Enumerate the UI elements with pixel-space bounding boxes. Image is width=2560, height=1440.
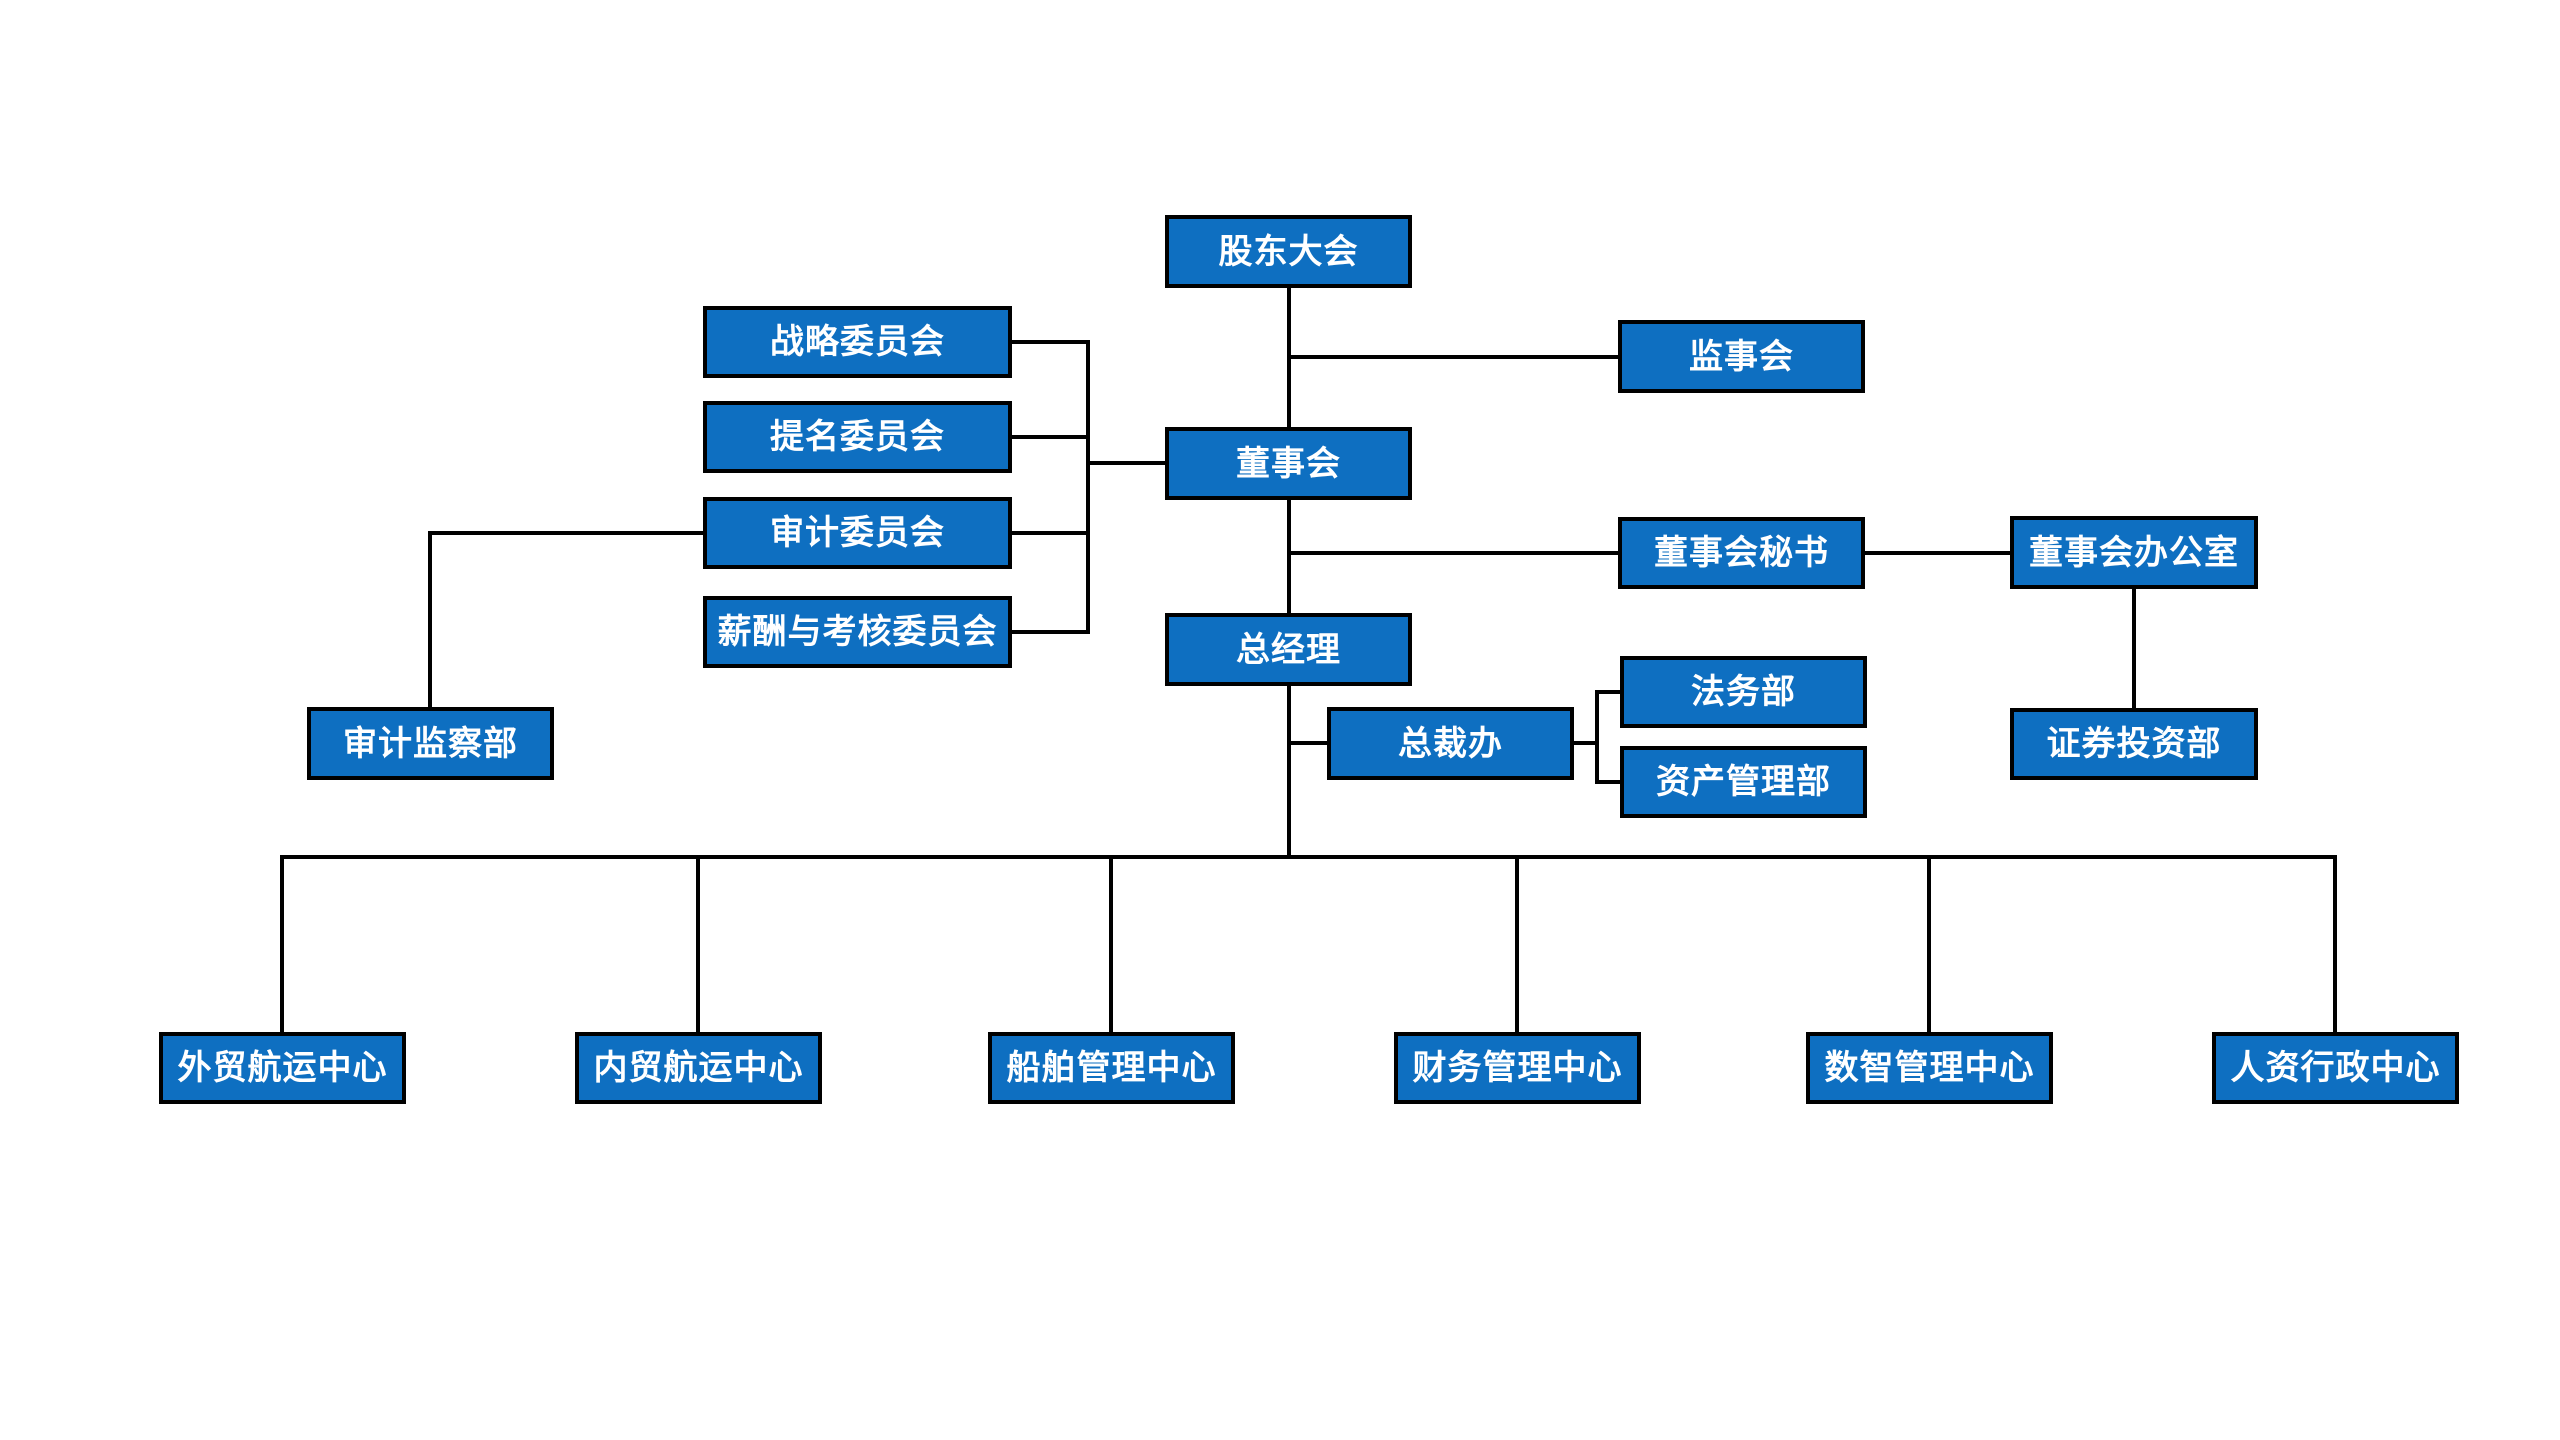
org-node-audit-committee: 审计委员会 bbox=[703, 497, 1012, 569]
connector-board-office-to-securities bbox=[2132, 587, 2136, 710]
org-node-board-office: 董事会办公室 bbox=[2010, 516, 2258, 589]
connector-drop-finance-management bbox=[1515, 855, 1519, 1034]
org-node-asset-mgmt-dept: 资产管理部 bbox=[1620, 746, 1867, 818]
connector-drop-ship-management bbox=[1109, 855, 1113, 1034]
org-node-label: 董事会秘书 bbox=[1654, 534, 1829, 572]
org-node-label: 提名委员会 bbox=[770, 418, 945, 456]
org-node-domestic-trade-shipping-center: 内贸航运中心 bbox=[575, 1032, 822, 1104]
org-node-digital-management-center: 数智管理中心 bbox=[1806, 1032, 2053, 1104]
org-node-label: 审计监察部 bbox=[343, 724, 518, 763]
org-node-finance-management-center: 财务管理中心 bbox=[1394, 1032, 1641, 1104]
connector-remuneration-stub bbox=[1010, 630, 1090, 634]
org-node-label: 资产管理部 bbox=[1656, 763, 1831, 801]
org-node-president-office: 总裁办 bbox=[1327, 707, 1574, 780]
org-node-board-of-directors: 董事会 bbox=[1165, 427, 1412, 500]
org-node-remuneration-committee: 薪酬与考核委员会 bbox=[703, 596, 1012, 668]
connector-nomination-stub bbox=[1010, 435, 1090, 439]
org-node-legal-dept: 法务部 bbox=[1620, 656, 1867, 728]
org-node-label: 审计委员会 bbox=[770, 514, 945, 552]
org-node-label: 股东大会 bbox=[1218, 232, 1359, 271]
connector-main-bus bbox=[280, 855, 2337, 859]
org-node-general-manager: 总经理 bbox=[1165, 613, 1412, 686]
org-node-ship-management-center: 船舶管理中心 bbox=[988, 1032, 1235, 1104]
connector-committee-bus bbox=[1086, 340, 1090, 634]
org-node-label: 船舶管理中心 bbox=[1006, 1049, 1217, 1087]
org-node-label: 总经理 bbox=[1236, 630, 1341, 669]
connector-audit-drop-to-supervision bbox=[428, 531, 432, 709]
connector-branch-to-board-secretary bbox=[1287, 551, 1620, 555]
org-node-label: 内贸航运中心 bbox=[593, 1049, 804, 1087]
org-node-label: 战略委员会 bbox=[770, 323, 945, 361]
connector-drop-foreign-trade bbox=[280, 855, 284, 1034]
org-node-hr-admin-center: 人资行政中心 bbox=[2212, 1032, 2459, 1104]
org-node-securities-invest-dept: 证券投资部 bbox=[2010, 708, 2258, 780]
connector-branch-to-supervisory bbox=[1287, 355, 1620, 359]
connector-bracket-to-asset-mgmt bbox=[1595, 780, 1622, 784]
connector-drop-domestic-trade bbox=[696, 855, 700, 1034]
connector-branch-to-president-office bbox=[1287, 741, 1329, 745]
connector-bracket-to-legal bbox=[1595, 690, 1622, 694]
org-node-label: 董事会办公室 bbox=[2029, 533, 2239, 572]
org-node-label: 人资行政中心 bbox=[2230, 1049, 2441, 1087]
org-node-label: 总裁办 bbox=[1398, 724, 1503, 763]
org-node-shareholders-meeting: 股东大会 bbox=[1165, 215, 1412, 288]
org-node-audit-supervision-dept: 审计监察部 bbox=[307, 707, 554, 780]
org-node-label: 外贸航运中心 bbox=[177, 1049, 388, 1087]
connector-secretary-to-board-office bbox=[1863, 551, 2012, 555]
org-node-label: 法务部 bbox=[1691, 673, 1796, 711]
org-node-label: 财务管理中心 bbox=[1412, 1049, 1623, 1087]
org-node-nomination-committee: 提名委员会 bbox=[703, 401, 1012, 473]
org-node-label: 薪酬与考核委员会 bbox=[717, 613, 998, 651]
connector-drop-digital-management bbox=[1927, 855, 1931, 1034]
connector-gm-to-main-bus bbox=[1287, 684, 1291, 859]
connector-president-office-stub bbox=[1572, 741, 1599, 745]
connector-strategy-stub bbox=[1010, 340, 1090, 344]
connector-audit-left-run bbox=[428, 531, 705, 535]
org-node-label: 监事会 bbox=[1689, 337, 1794, 376]
org-node-label: 证券投资部 bbox=[2046, 725, 2222, 763]
connector-drop-hr-admin bbox=[2333, 855, 2337, 1034]
org-node-board-secretary: 董事会秘书 bbox=[1618, 517, 1865, 589]
org-node-foreign-trade-shipping-center: 外贸航运中心 bbox=[159, 1032, 406, 1104]
org-node-supervisory-board: 监事会 bbox=[1618, 320, 1865, 393]
connector-board-to-gm bbox=[1287, 498, 1291, 615]
org-node-label: 数智管理中心 bbox=[1824, 1049, 2035, 1087]
connector-bus-to-board bbox=[1086, 461, 1167, 465]
org-node-label: 董事会 bbox=[1236, 444, 1341, 483]
connector-president-bracket bbox=[1595, 690, 1599, 784]
org-node-strategy-committee: 战略委员会 bbox=[703, 306, 1012, 378]
connector-audit-stub bbox=[1010, 531, 1090, 535]
